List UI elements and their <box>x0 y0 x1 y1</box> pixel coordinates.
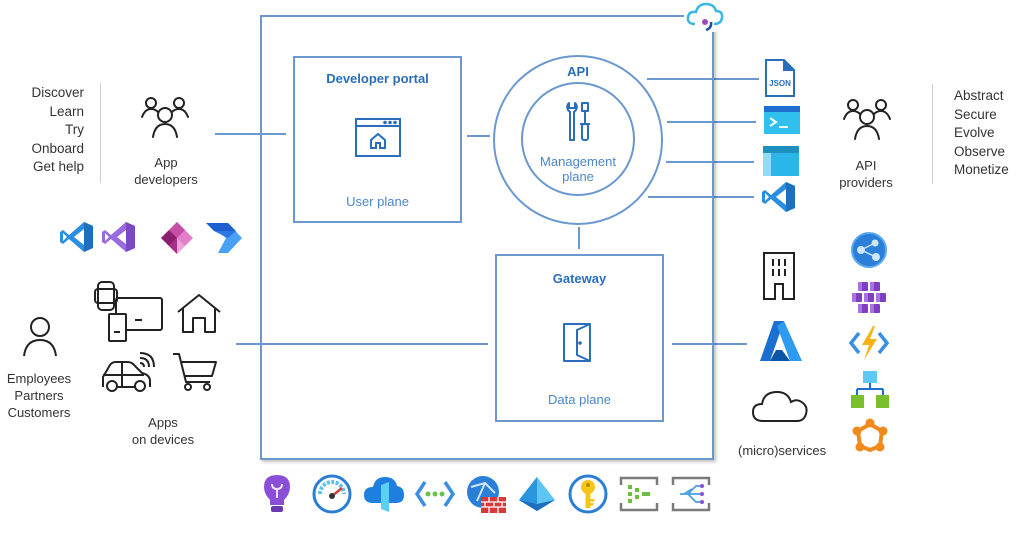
logic-apps-icon <box>851 370 889 410</box>
storage-icon <box>363 475 405 513</box>
portal-window-icon[interactable] <box>763 146 799 176</box>
connector-gateway-to-services <box>672 343 747 345</box>
home-icon <box>177 294 221 334</box>
api-outer-circle[interactable]: API <box>493 55 663 225</box>
action-discover: Discover <box>31 85 84 100</box>
virtual-network-icon <box>414 480 456 508</box>
developer-tools-row <box>60 221 245 255</box>
management-plane-line2: plane <box>562 169 594 184</box>
connector-devices-to-gateway <box>236 343 488 345</box>
action-monetize: Monetize <box>954 162 1009 177</box>
provider-actions-list: Abstract Secure Evolve Observe Monetize <box>954 87 1024 180</box>
gateway-title: Gateway <box>552 271 607 286</box>
api-providers-line2: providers <box>839 175 893 190</box>
power-automate-icon[interactable] <box>206 223 242 253</box>
action-evolve: Evolve <box>954 125 995 140</box>
connector-api-to-terminal <box>667 121 756 123</box>
functions-icon <box>848 325 890 361</box>
api-management-boundary <box>260 15 714 460</box>
browser-home-icon <box>355 118 401 158</box>
apps-on-devices-line2: on devices <box>131 432 195 447</box>
connector-app-developers-to-portal <box>215 133 286 135</box>
action-abstract: Abstract <box>954 88 1004 103</box>
app-developers-line1: App <box>154 155 178 170</box>
right-separator <box>932 84 933 184</box>
connector-api-to-vscode <box>648 196 754 198</box>
application-insights-icon <box>263 474 291 514</box>
left-separator <box>100 83 101 183</box>
json-file-icon[interactable]: JSON <box>764 59 796 97</box>
building-icon <box>763 252 795 300</box>
cloud-icon <box>751 385 809 423</box>
api-providers-line1: API <box>855 158 877 173</box>
action-secure: Secure <box>954 106 997 122</box>
web-application-firewall-icon <box>465 475 507 515</box>
connector-api-to-gateway <box>578 227 580 249</box>
azure-logo-icon <box>760 320 802 362</box>
end-user-icon <box>22 316 58 358</box>
kubernetes-icon <box>850 281 890 315</box>
connector-portal-to-api <box>467 135 490 137</box>
end-users-employees: Employees <box>6 371 72 386</box>
api-management-cloud-icon <box>684 2 726 32</box>
power-apps-icon[interactable] <box>160 221 194 255</box>
json-label: JSON <box>769 79 791 88</box>
user-plane-label: User plane <box>346 194 409 209</box>
tools-icon <box>566 102 592 142</box>
end-users-partners: Partners <box>14 388 64 403</box>
data-plane-label: Data plane <box>548 392 611 407</box>
api-providers-label: API providers <box>828 157 904 191</box>
action-try: Try <box>65 122 84 137</box>
action-observe: Observe <box>954 143 1006 159</box>
apps-on-devices-line1: Apps <box>148 415 178 430</box>
connected-car-icon <box>100 352 156 393</box>
visual-studio-icon[interactable] <box>102 221 136 253</box>
api-title: API <box>567 64 589 79</box>
management-plane-label: Management plane <box>523 154 633 184</box>
apps-on-devices-label: Apps on devices <box>118 414 208 448</box>
connector-api-to-portal <box>666 161 754 163</box>
app-developers-line2: developers <box>134 172 198 187</box>
event-hubs-icon <box>619 476 659 512</box>
app-developers-label: App developers <box>128 154 204 188</box>
connector-api-to-json <box>647 78 759 80</box>
gateway-box[interactable]: Gateway Data plane <box>495 254 664 422</box>
microservices-label: (micro)services <box>738 443 827 458</box>
action-learn: Learn <box>49 103 84 119</box>
action-get-help: Get help <box>32 159 84 174</box>
app-service-icon <box>851 232 887 268</box>
developer-actions-list: Discover Learn Try Onboard Get help <box>10 84 84 177</box>
api-providers-icon <box>842 97 892 141</box>
action-onboard: Onboard <box>31 140 84 156</box>
developer-portal-box[interactable]: Developer portal User plane <box>293 56 462 223</box>
devices-icon <box>92 281 164 343</box>
bottom-services-row <box>260 472 720 516</box>
end-users-customers: Customers <box>7 405 71 420</box>
door-icon <box>563 323 593 363</box>
monitor-icon <box>312 474 352 514</box>
shopping-cart-icon <box>172 352 218 392</box>
service-fabric-icon <box>851 418 889 456</box>
visual-studio-code-icon-api[interactable] <box>762 181 796 213</box>
event-grid-icon <box>671 476 711 512</box>
management-plane-line1: Management <box>540 154 616 169</box>
terminal-icon[interactable] <box>764 106 800 134</box>
active-directory-icon <box>518 476 556 512</box>
visual-studio-code-icon[interactable] <box>60 221 94 253</box>
app-developers-icon <box>140 95 190 139</box>
developer-portal-title: Developer portal <box>326 71 429 86</box>
management-plane-circle[interactable]: Management plane <box>521 82 635 196</box>
key-vault-icon <box>568 474 608 514</box>
end-users-label: Employees Partners Customers <box>0 370 78 421</box>
